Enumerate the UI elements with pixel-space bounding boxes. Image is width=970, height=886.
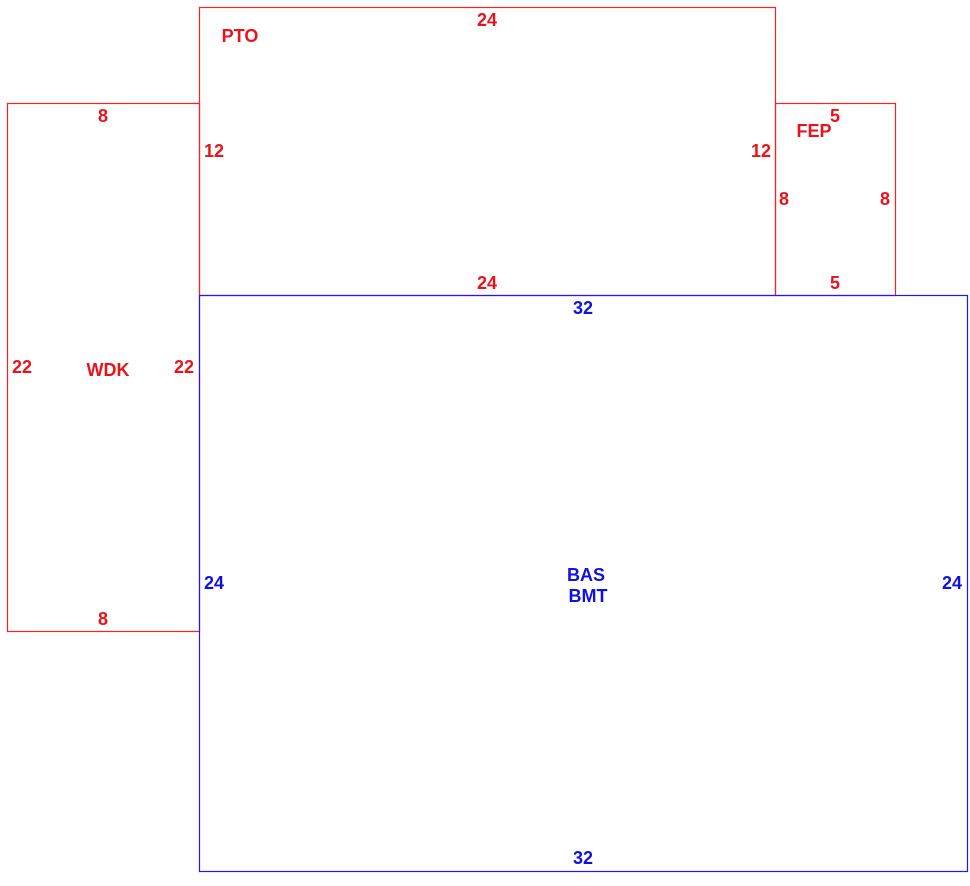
bas-top-dimension: 32 <box>573 298 593 318</box>
fep-outline <box>774 102 897 297</box>
fep-top-dimension: 5 <box>830 106 840 126</box>
pto-outline <box>198 6 777 297</box>
wdk-top-dimension: 8 <box>98 106 108 126</box>
wdk-right-dimension: 22 <box>174 357 194 377</box>
fep-bottom-dimension: 5 <box>830 273 840 293</box>
fep-label: FEP <box>796 121 831 141</box>
pto-top-dimension: 24 <box>477 10 497 30</box>
fep-left-dimension: 8 <box>779 189 789 209</box>
wdk-left-dimension: 22 <box>12 357 32 377</box>
pto-label: PTO <box>222 26 259 46</box>
area-bas: BAS BMT 32 32 24 24 <box>198 294 969 873</box>
pto-right-dimension: 12 <box>751 141 771 161</box>
area-pto: PTO 24 24 12 12 <box>198 6 777 297</box>
bas-right-dimension: 24 <box>942 573 962 593</box>
bas-outline <box>198 294 969 873</box>
pto-bottom-dimension: 24 <box>477 273 497 293</box>
fep-right-dimension: 8 <box>880 189 890 209</box>
area-fep: FEP 5 5 8 8 <box>774 102 897 297</box>
pto-left-dimension: 12 <box>204 141 224 161</box>
wdk-label: WDK <box>87 360 130 380</box>
wdk-bottom-dimension: 8 <box>98 609 108 629</box>
bas-bottom-dimension: 32 <box>573 848 593 868</box>
bas-left-dimension: 24 <box>204 573 224 593</box>
bmt-label: BMT <box>569 586 608 606</box>
area-wdk: WDK 8 8 22 22 <box>6 102 201 633</box>
bas-label: BAS <box>567 565 605 585</box>
